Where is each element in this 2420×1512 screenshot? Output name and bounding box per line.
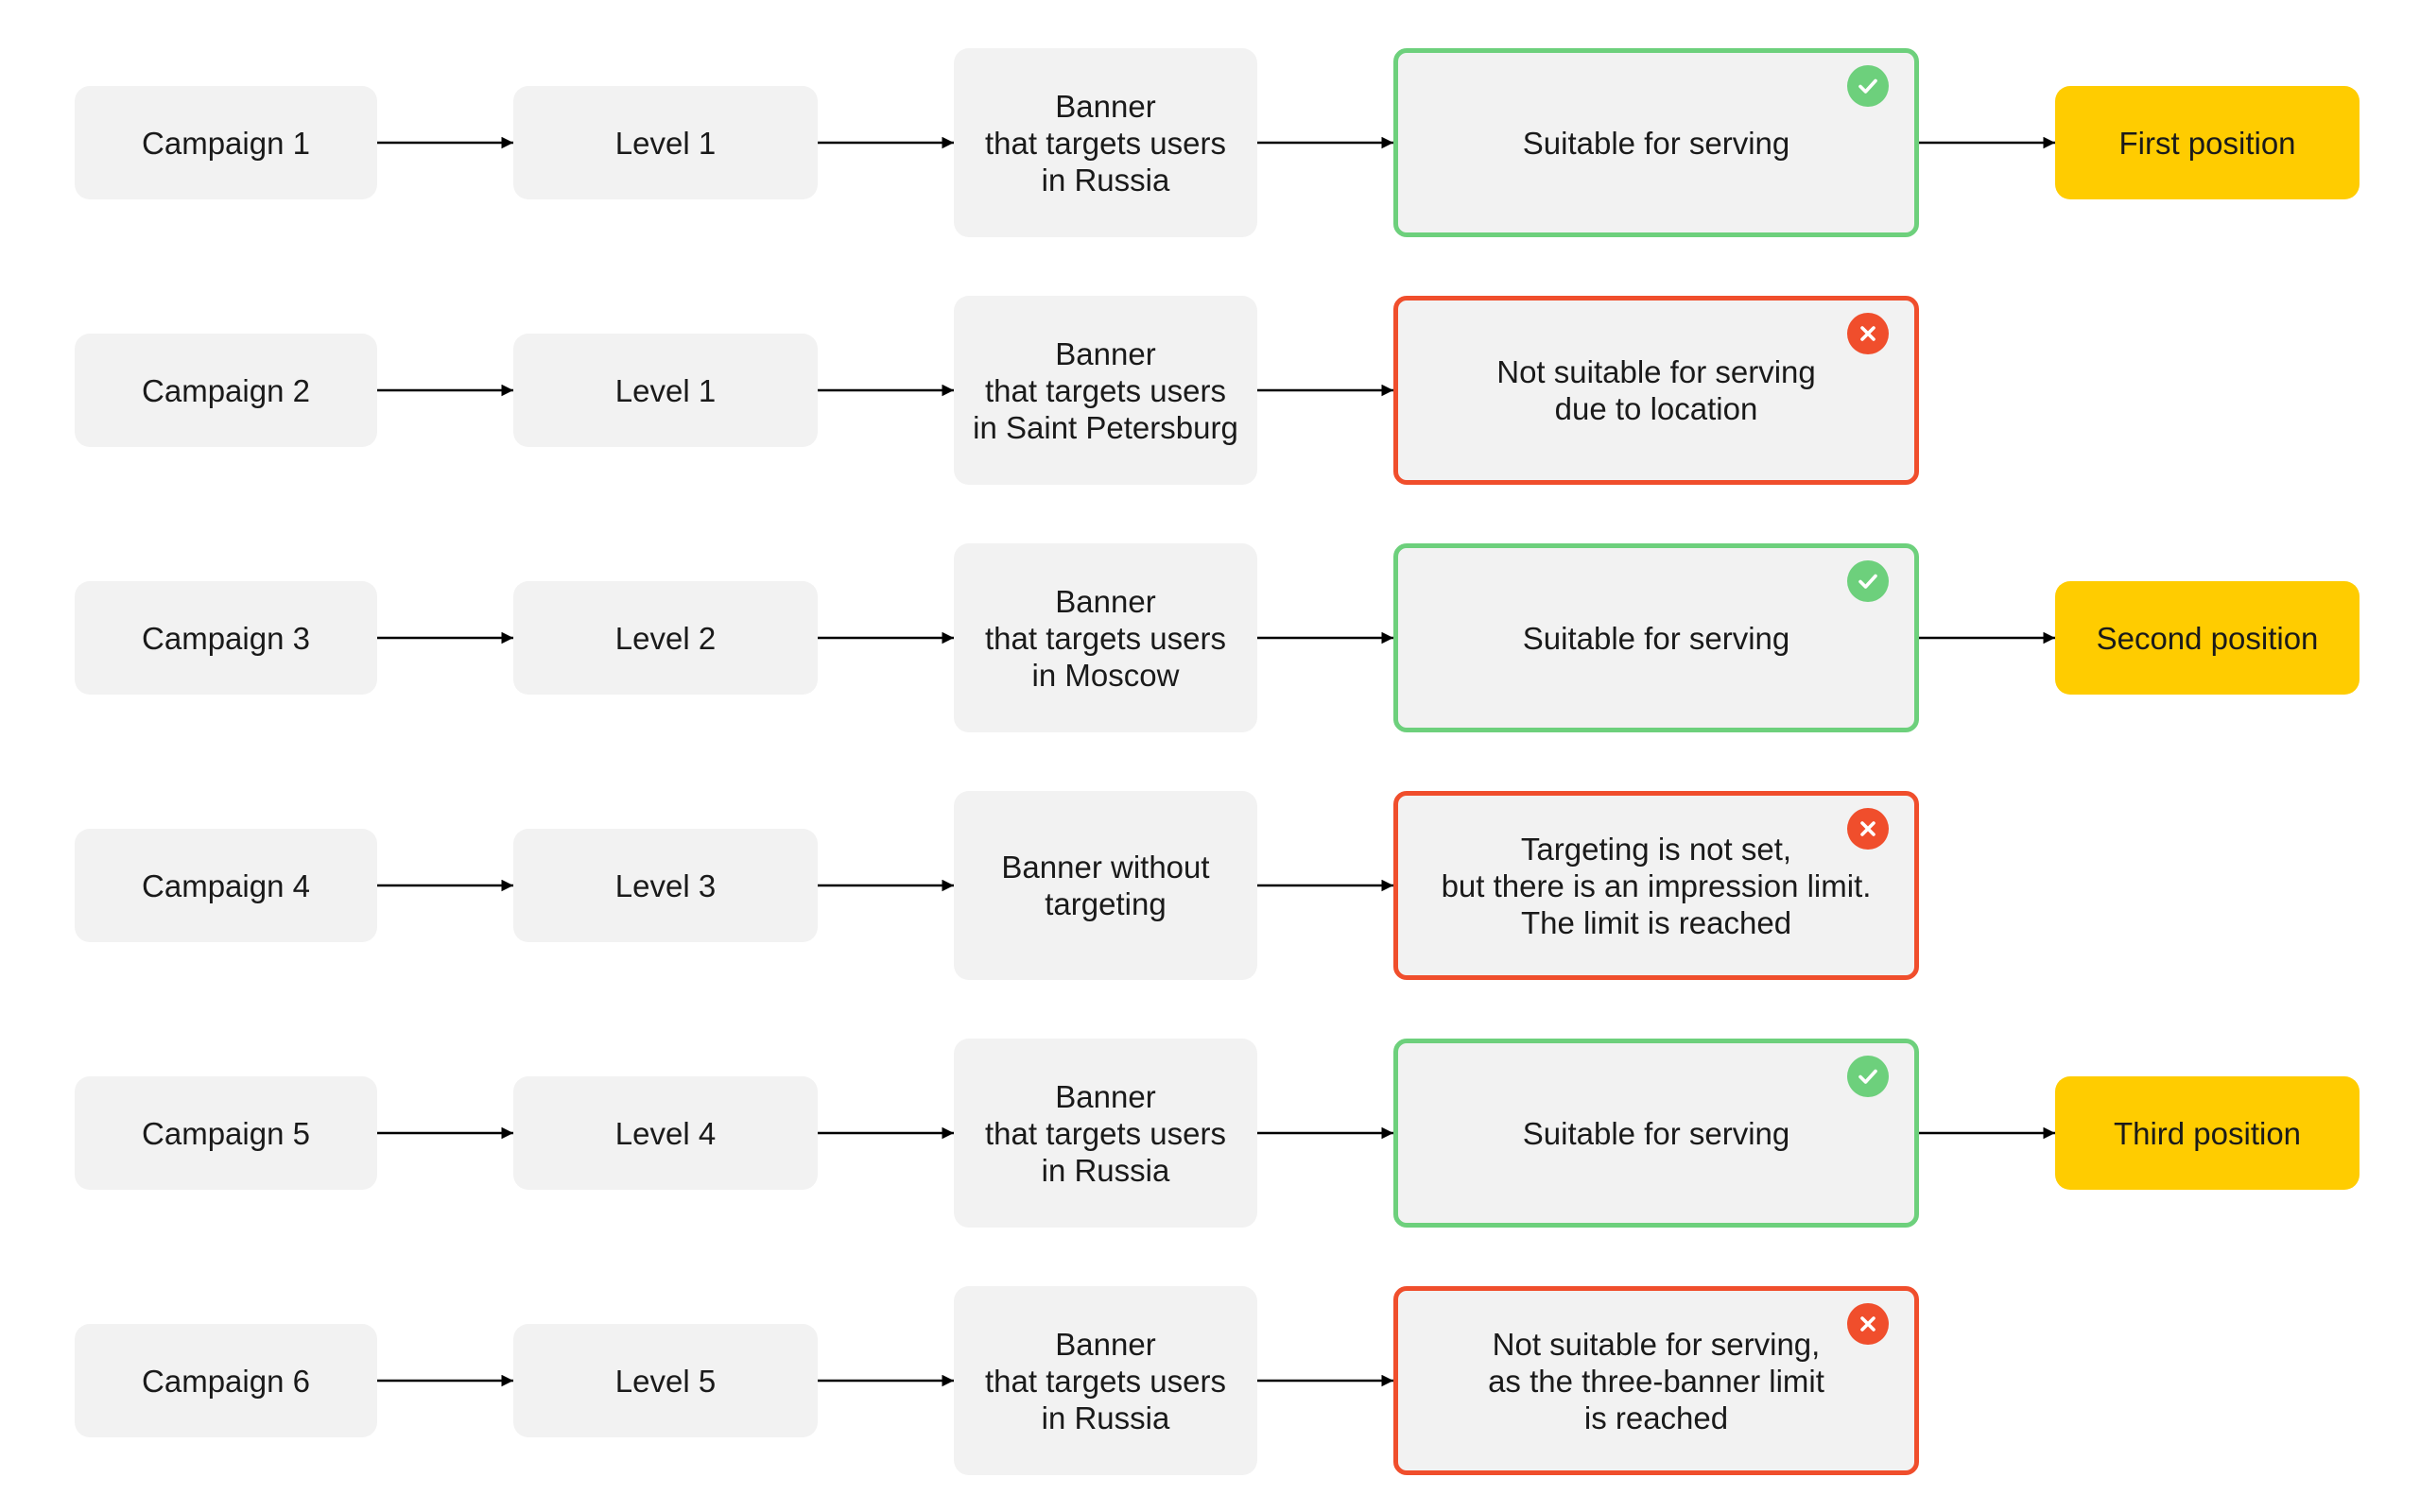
check-circle-icon: [1847, 560, 1889, 602]
status-label: Not suitable for serving due to location: [1496, 354, 1816, 426]
position-box: First position: [2055, 86, 2360, 199]
check-circle-icon: [1847, 65, 1889, 107]
x-circle-icon: [1847, 808, 1889, 850]
banner-box: Banner that targets users in Saint Peter…: [954, 296, 1257, 485]
level-box: Level 3: [513, 829, 818, 942]
level-box: Level 2: [513, 581, 818, 695]
position-box: Second position: [2055, 581, 2360, 695]
campaign-box: Campaign 3: [75, 581, 377, 695]
status-label: Targeting is not set, but there is an im…: [1441, 831, 1872, 940]
status-box-unsuitable: Not suitable for serving due to location: [1393, 296, 1919, 485]
status-box-suitable: Suitable for serving: [1393, 543, 1919, 732]
banner-box: Banner that targets users in Moscow: [954, 543, 1257, 732]
position-box: Third position: [2055, 1076, 2360, 1190]
status-label: Suitable for serving: [1522, 1115, 1790, 1151]
campaign-box: Campaign 6: [75, 1324, 377, 1437]
banner-box: Banner without targeting: [954, 791, 1257, 980]
status-box-suitable: Suitable for serving: [1393, 48, 1919, 237]
x-circle-icon: [1847, 1303, 1889, 1345]
status-label: Suitable for serving: [1522, 125, 1790, 161]
campaign-box: Campaign 4: [75, 829, 377, 942]
status-label: Not suitable for serving, as the three-b…: [1488, 1326, 1824, 1435]
campaign-box: Campaign 1: [75, 86, 377, 199]
campaign-box: Campaign 5: [75, 1076, 377, 1190]
campaign-box: Campaign 2: [75, 334, 377, 447]
level-box: Level 5: [513, 1324, 818, 1437]
x-circle-icon: [1847, 313, 1889, 354]
banner-box: Banner that targets users in Russia: [954, 48, 1257, 237]
status-label: Suitable for serving: [1522, 620, 1790, 656]
status-box-unsuitable: Not suitable for serving, as the three-b…: [1393, 1286, 1919, 1475]
status-box-unsuitable: Targeting is not set, but there is an im…: [1393, 791, 1919, 980]
banner-box: Banner that targets users in Russia: [954, 1286, 1257, 1475]
check-circle-icon: [1847, 1056, 1889, 1097]
level-box: Level 4: [513, 1076, 818, 1190]
level-box: Level 1: [513, 334, 818, 447]
level-box: Level 1: [513, 86, 818, 199]
banner-box: Banner that targets users in Russia: [954, 1039, 1257, 1228]
status-box-suitable: Suitable for serving: [1393, 1039, 1919, 1228]
